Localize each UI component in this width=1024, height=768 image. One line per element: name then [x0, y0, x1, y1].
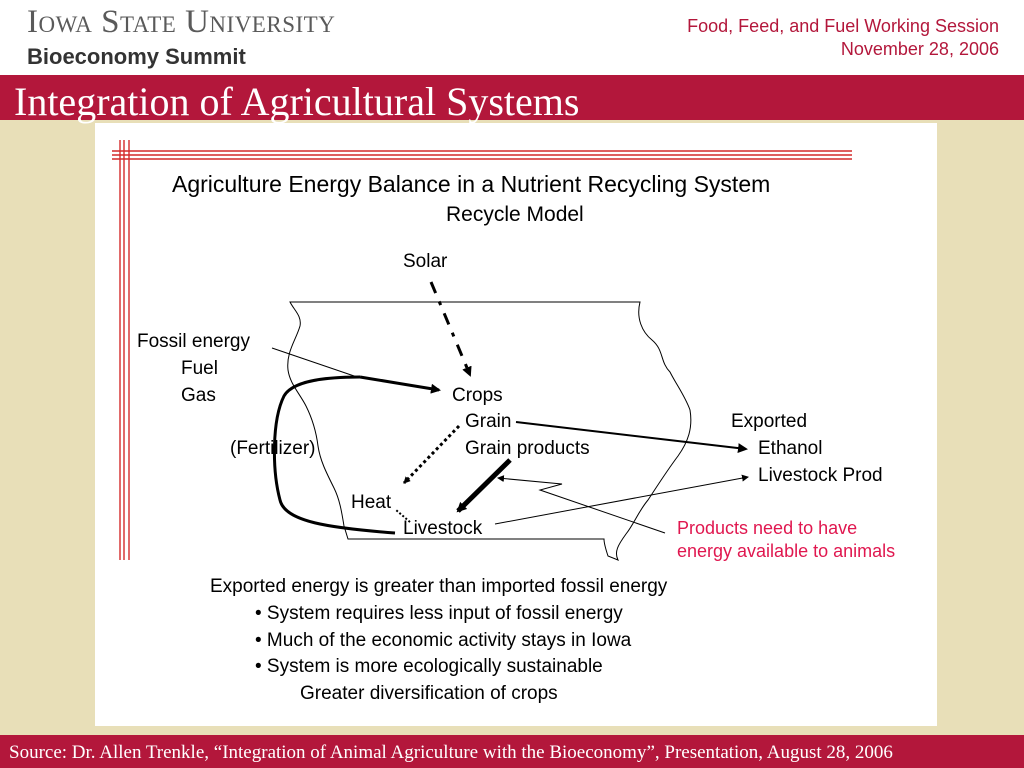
- session-info: Food, Feed, and Fuel Working Session Nov…: [687, 15, 999, 61]
- fossil-energy-line: [271, 347, 361, 379]
- event-subtitle: Bioeconomy Summit: [27, 44, 246, 69]
- source-citation: Source: Dr. Allen Trenkle, “Integration …: [9, 742, 893, 763]
- footer-bar: [0, 735, 1024, 768]
- note-line-1: Products need to have: [677, 518, 858, 538]
- note-callout: [497, 475, 666, 534]
- node-fossil-energy: Fossil energy: [137, 331, 250, 352]
- session-name: Food, Feed, and Fuel Working Session: [687, 16, 999, 36]
- node-fuel: Fuel: [181, 358, 218, 379]
- decorative-frame-lines: [112, 140, 852, 560]
- livestock-to-heat-line: [395, 509, 411, 523]
- iowa-map-outline: [287, 301, 692, 561]
- node-livestock-prod: Livestock Prod: [758, 465, 883, 486]
- university-logo: Iowa State University: [27, 4, 336, 40]
- diagram-title: Agriculture Energy Balance in a Nutrient…: [172, 171, 771, 197]
- summary-bullet: • System requires less input of fossil e…: [255, 603, 623, 624]
- header: [0, 0, 1024, 75]
- summary-bullet: • System is more ecologically sustainabl…: [255, 656, 603, 677]
- node-grain: Grain: [465, 411, 512, 432]
- fertilizer-loop: [272, 375, 396, 535]
- node-gas: Gas: [181, 385, 216, 406]
- node-exported: Exported: [731, 411, 808, 432]
- node-solar: Solar: [403, 251, 448, 272]
- summary-subpoint: Greater diversification of crops: [300, 683, 558, 704]
- node-livestock: Livestock: [403, 518, 483, 539]
- summary-heading: Exported energy is greater than imported…: [210, 576, 668, 597]
- content-panel: [95, 123, 937, 726]
- grain-export-arrow: [515, 421, 748, 454]
- crops-to-heat-arrow: [402, 424, 461, 485]
- summary-bullet: • Much of the economic activity stays in…: [255, 630, 632, 651]
- note-text: Products need to have energy available t…: [677, 517, 895, 563]
- slide-title: Integration of Agricultural Systems: [14, 79, 580, 124]
- node-crops: Crops: [452, 385, 503, 406]
- solar-arrow: [429, 281, 472, 377]
- node-ethanol: Ethanol: [758, 438, 823, 459]
- livestock-export-arrow: [494, 474, 749, 525]
- note-line-2: energy available to animals: [677, 541, 896, 561]
- node-grain-products: Grain products: [465, 438, 590, 459]
- grain-to-livestock-arrow: [456, 458, 512, 513]
- session-date: November 28, 2006: [840, 39, 999, 59]
- node-fertilizer: (Fertilizer): [230, 438, 316, 459]
- node-heat: Heat: [351, 492, 392, 513]
- title-bar: [0, 75, 1024, 120]
- fossil-to-crops-arrow: [359, 375, 441, 394]
- diagram-subtitle: Recycle Model: [446, 203, 584, 226]
